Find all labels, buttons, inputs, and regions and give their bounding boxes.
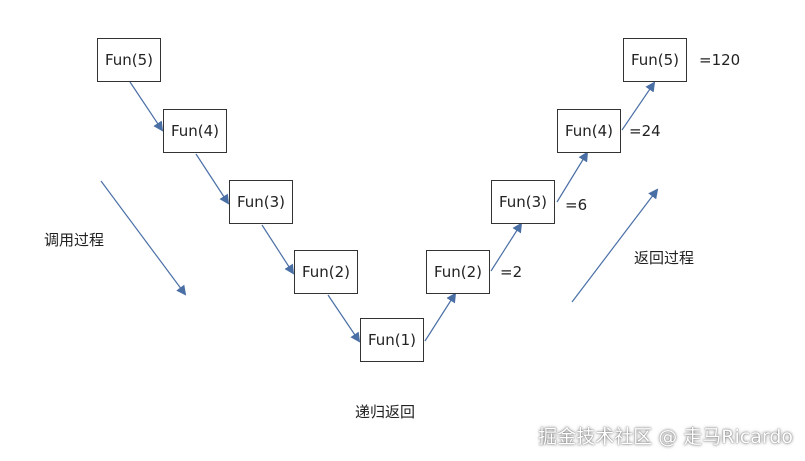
return-process-arrow bbox=[571, 188, 659, 303]
arrow-fun5-to-fun4 bbox=[129, 81, 164, 132]
node-fun3-return: Fun(3) bbox=[491, 180, 555, 224]
node-fun2-return: Fun(2) bbox=[426, 250, 490, 294]
node-fun2-call: Fun(2) bbox=[294, 250, 358, 294]
return-process-label: 返回过程 bbox=[634, 249, 695, 267]
arrow-fun2-to-fun3-return bbox=[490, 222, 523, 272]
call-process-arrow bbox=[100, 180, 187, 296]
node-fun4-return: Fun(4) bbox=[557, 109, 621, 153]
recursion-return-label: 递归返回 bbox=[355, 403, 416, 421]
node-fun5-call: Fun(5) bbox=[97, 38, 161, 82]
node-fun4-call: Fun(4) bbox=[163, 109, 227, 153]
arrow-fun3-to-fun4-return bbox=[556, 151, 589, 203]
arrow-fun4-to-fun5-return bbox=[621, 81, 656, 131]
arrow-fun3-to-fun2 bbox=[261, 224, 295, 275]
arrow-fun4-to-fun3 bbox=[195, 153, 230, 205]
arrow-fun1-to-fun2-return bbox=[424, 292, 457, 342]
call-process-label: 调用过程 bbox=[44, 231, 105, 249]
return-value-24: =24 bbox=[629, 122, 661, 140]
watermark-text: 掘金技术社区 @ 走马Ricardo bbox=[538, 426, 793, 448]
node-fun5-return: Fun(5) bbox=[623, 38, 687, 82]
return-value-2: =2 bbox=[500, 263, 523, 281]
node-fun1-base: Fun(1) bbox=[360, 318, 424, 362]
arrow-fun2-to-fun1 bbox=[327, 294, 361, 343]
return-value-6: =6 bbox=[565, 196, 588, 214]
node-fun3-call: Fun(3) bbox=[229, 180, 293, 224]
return-value-120: =120 bbox=[699, 51, 741, 69]
